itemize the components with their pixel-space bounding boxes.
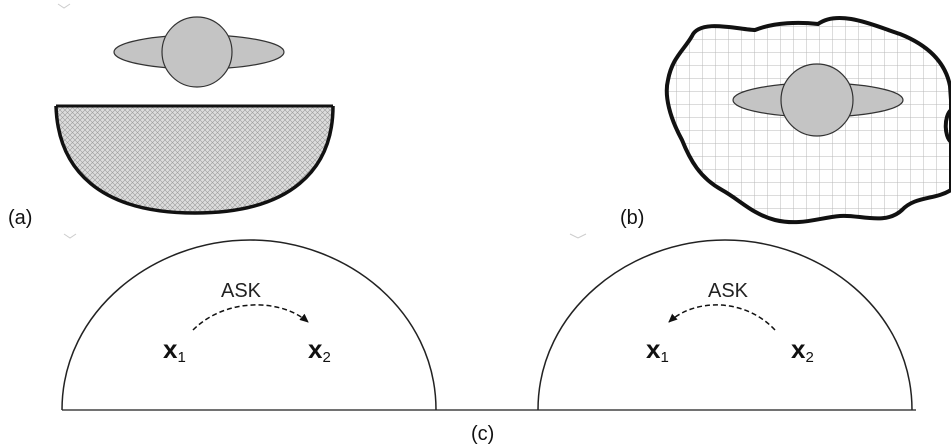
dome-left-arc: [61, 239, 437, 411]
crop-mark-left-dome: [63, 233, 77, 239]
crop-mark-right-dome: [569, 233, 587, 239]
label-a: (a): [8, 207, 32, 229]
panel-c: ASK x1 x2 ASK x1 x2 (c): [61, 239, 916, 445]
panel-b: (b): [620, 15, 951, 229]
label-b: (b): [620, 207, 644, 229]
var-x1-left: x1: [163, 334, 186, 366]
object-a-body: [161, 16, 233, 88]
dome-left: ASK x1 x2: [61, 239, 437, 411]
crop-mark-top: [57, 3, 71, 9]
label-c: (c): [471, 423, 494, 445]
ask-arrow-left: [192, 304, 309, 331]
var-x2-right: x2: [791, 334, 814, 366]
bowl-outline: [54, 105, 335, 215]
panel-a: (a): [8, 16, 335, 229]
bowl: [54, 104, 335, 215]
object-a: [113, 16, 285, 88]
blob-right-edge: [943, 108, 951, 144]
object-b: [732, 63, 904, 137]
ask-arrow-right: [668, 304, 776, 331]
ask-label-left: ASK: [221, 280, 262, 302]
var-x2-left: x2: [308, 334, 331, 366]
var-x1-right: x1: [646, 334, 669, 366]
dome-right: ASK x1 x2: [537, 239, 913, 411]
ask-label-right: ASK: [708, 280, 749, 302]
object-b-body: [780, 63, 854, 137]
bowl-fill: [56, 106, 333, 213]
dome-right-arc: [537, 239, 913, 411]
